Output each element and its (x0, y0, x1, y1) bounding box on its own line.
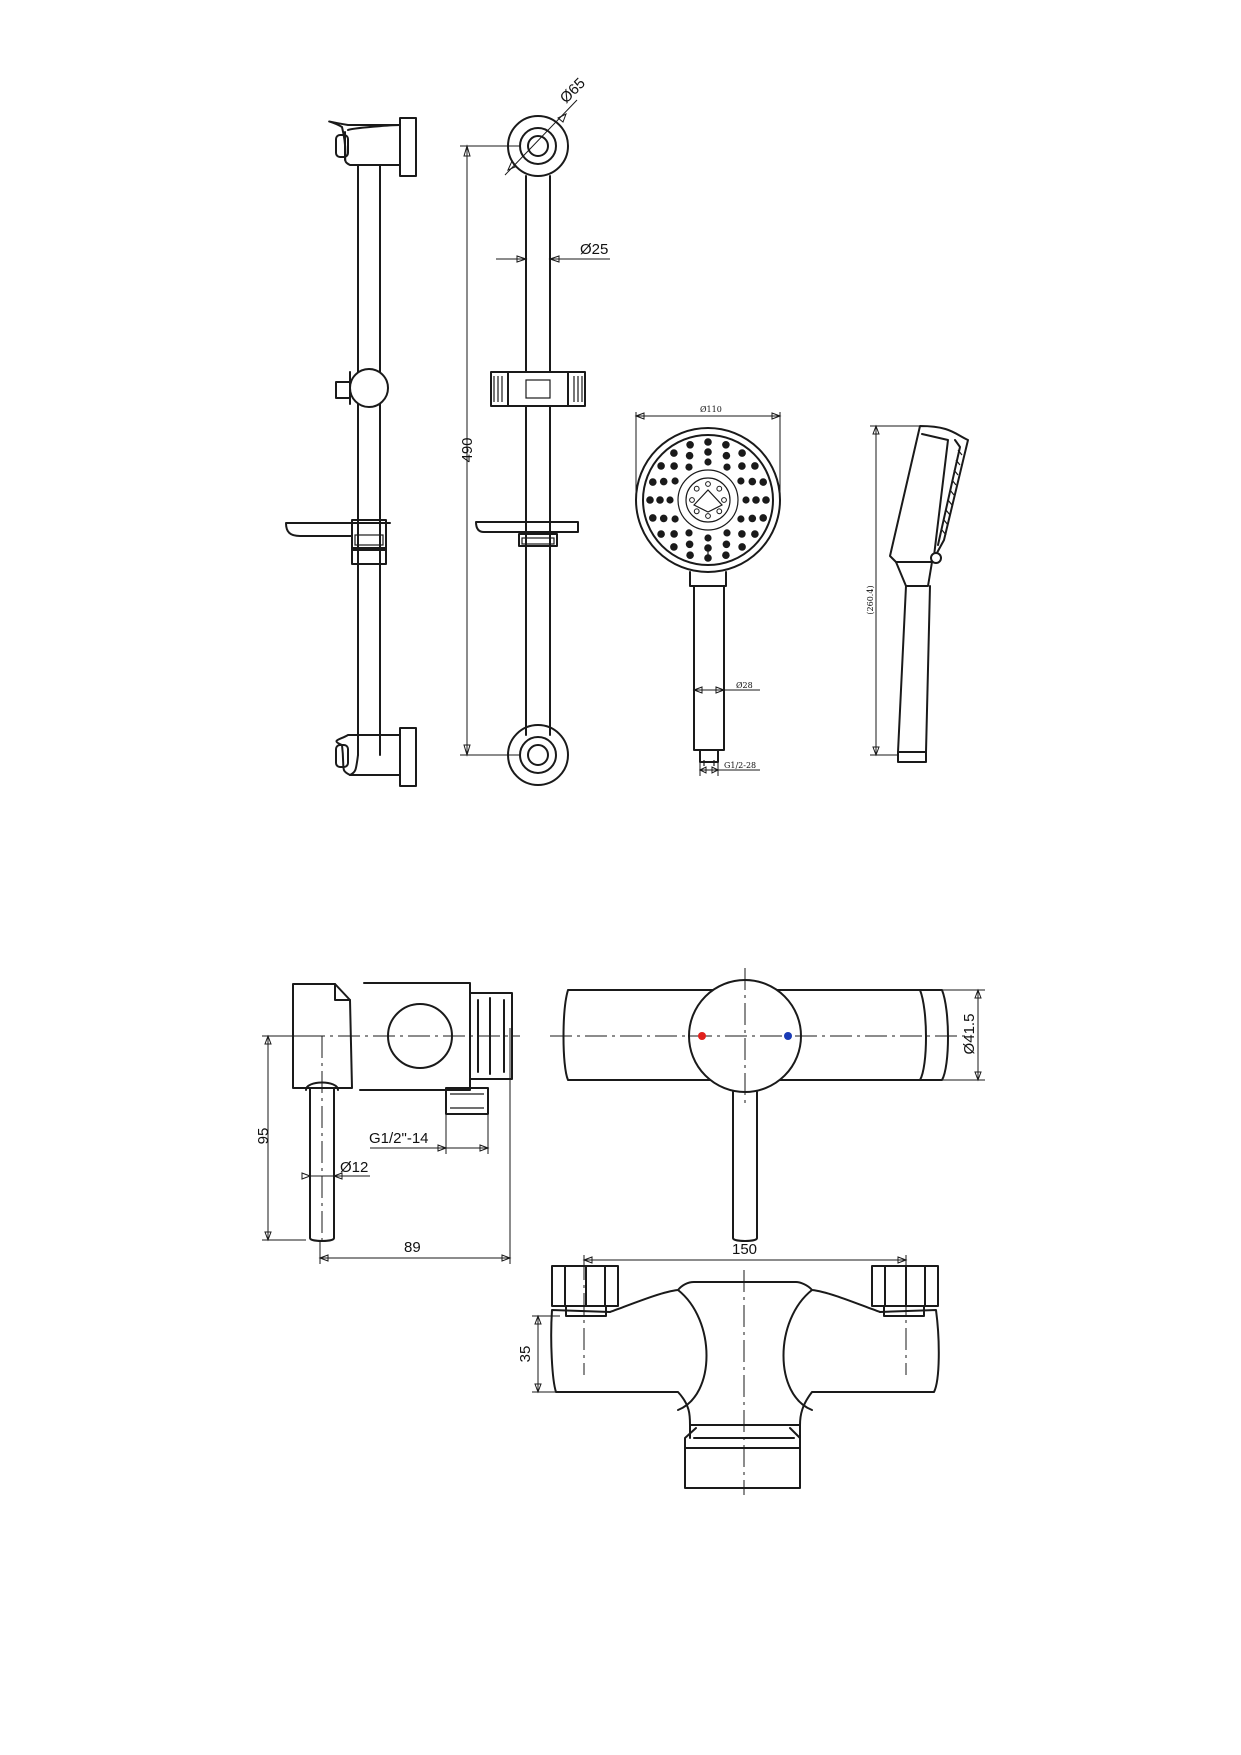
mixer-top-view (550, 1265, 940, 1489)
mixer-front-dimensions (942, 988, 985, 1082)
mixer-top-dimensions (532, 1255, 908, 1394)
nozzle-hole (722, 451, 731, 460)
nozzle-hole (671, 477, 679, 485)
handle-diameter-label: Ø28 (736, 681, 753, 690)
centre-nozzle (689, 497, 695, 503)
nozzle-hole (738, 462, 746, 470)
nozzle-hole (685, 451, 694, 460)
lever-diameter-label: Ø12 (340, 1159, 368, 1176)
nozzle-hole (685, 529, 693, 537)
nozzle-hole (751, 530, 759, 538)
nozzle-hole (748, 514, 757, 523)
mixer-projection-label: 89 (404, 1239, 421, 1256)
nozzle-hole (704, 534, 712, 542)
cold-indicator (784, 1032, 792, 1040)
centre-nozzle (705, 481, 711, 487)
mixer-body-diameter-label: Ø41.5 (961, 1014, 978, 1055)
hand-shower-dimensions (634, 412, 782, 776)
nozzle-hole (704, 448, 712, 456)
mixer-body-height-label: 35 (517, 1346, 534, 1363)
nozzle-hole (722, 540, 731, 549)
nozzle-hole (685, 540, 694, 549)
handle-thread-label: G1/2-28 (724, 761, 756, 770)
outlet-thread-label: G1/2"-14 (369, 1130, 429, 1147)
centre-nozzle (716, 485, 723, 492)
inlet-centres-label: 150 (732, 1241, 757, 1258)
nozzle-hole (742, 496, 750, 504)
nozzle-hole (649, 478, 657, 486)
handset-length-label: (260.4) (866, 585, 875, 614)
nozzle-hole (723, 463, 731, 471)
centre-nozzle (721, 497, 727, 503)
mixer-lever-height-label: 95 (255, 1128, 272, 1145)
nozzle-hole (671, 515, 679, 523)
centre-nozzle (693, 485, 700, 492)
nozzle-hole (686, 551, 694, 559)
hot-indicator (698, 1032, 706, 1040)
nozzle-hole (666, 496, 674, 504)
nozzle-hole (670, 543, 678, 551)
rail-height-label: 490 (459, 437, 476, 462)
nozzle-hole (657, 530, 665, 538)
nozzle-hole (659, 477, 668, 486)
nozzle-hole (670, 530, 678, 538)
nozzle-hole (656, 496, 664, 504)
rail-side-view (285, 117, 417, 787)
rail-diameter-label: Ø25 (580, 241, 608, 258)
nozzle-hole (759, 478, 767, 486)
centre-nozzle (693, 508, 700, 515)
nozzle-hole (722, 441, 730, 449)
nozzle-hole (649, 514, 657, 522)
nozzle-hole (657, 462, 665, 470)
hand-shower-front-view (635, 427, 781, 766)
nozzle-hole (752, 496, 760, 504)
nozzle-hole (748, 477, 757, 486)
hand-shower-side-dimensions (870, 424, 920, 757)
mixer-side-view (292, 982, 513, 1242)
rail-dimensions (460, 99, 610, 757)
rail-front-view (475, 115, 586, 786)
centre-nozzle (716, 508, 723, 515)
nozzle-hole (737, 515, 745, 523)
centre-nozzle (705, 513, 711, 519)
nozzle-hole (751, 462, 759, 470)
nozzle-hole (659, 514, 668, 523)
nozzle-hole (737, 477, 745, 485)
mixer-side-dimensions (262, 1028, 512, 1264)
nozzle-hole (685, 463, 693, 471)
nozzle-hole (738, 449, 746, 457)
head-diameter-label: Ø110 (700, 405, 722, 414)
nozzle-hole (704, 438, 712, 446)
nozzle-hole (646, 496, 654, 504)
bracket-diameter-label: Ø65 (557, 75, 589, 107)
nozzle-hole (738, 543, 746, 551)
hand-shower-side-view (889, 425, 969, 763)
nozzle-hole (704, 458, 712, 466)
nozzle-hole (686, 441, 694, 449)
nozzle-hole (762, 496, 770, 504)
nozzle-hole (759, 514, 767, 522)
nozzle-hole (723, 529, 731, 537)
nozzle-pattern (646, 438, 770, 562)
mixer-front-view (562, 979, 949, 1242)
nozzle-hole (738, 530, 746, 538)
nozzle-hole (670, 449, 678, 457)
nozzle-hole (670, 462, 678, 470)
nozzle-hole (722, 551, 730, 559)
